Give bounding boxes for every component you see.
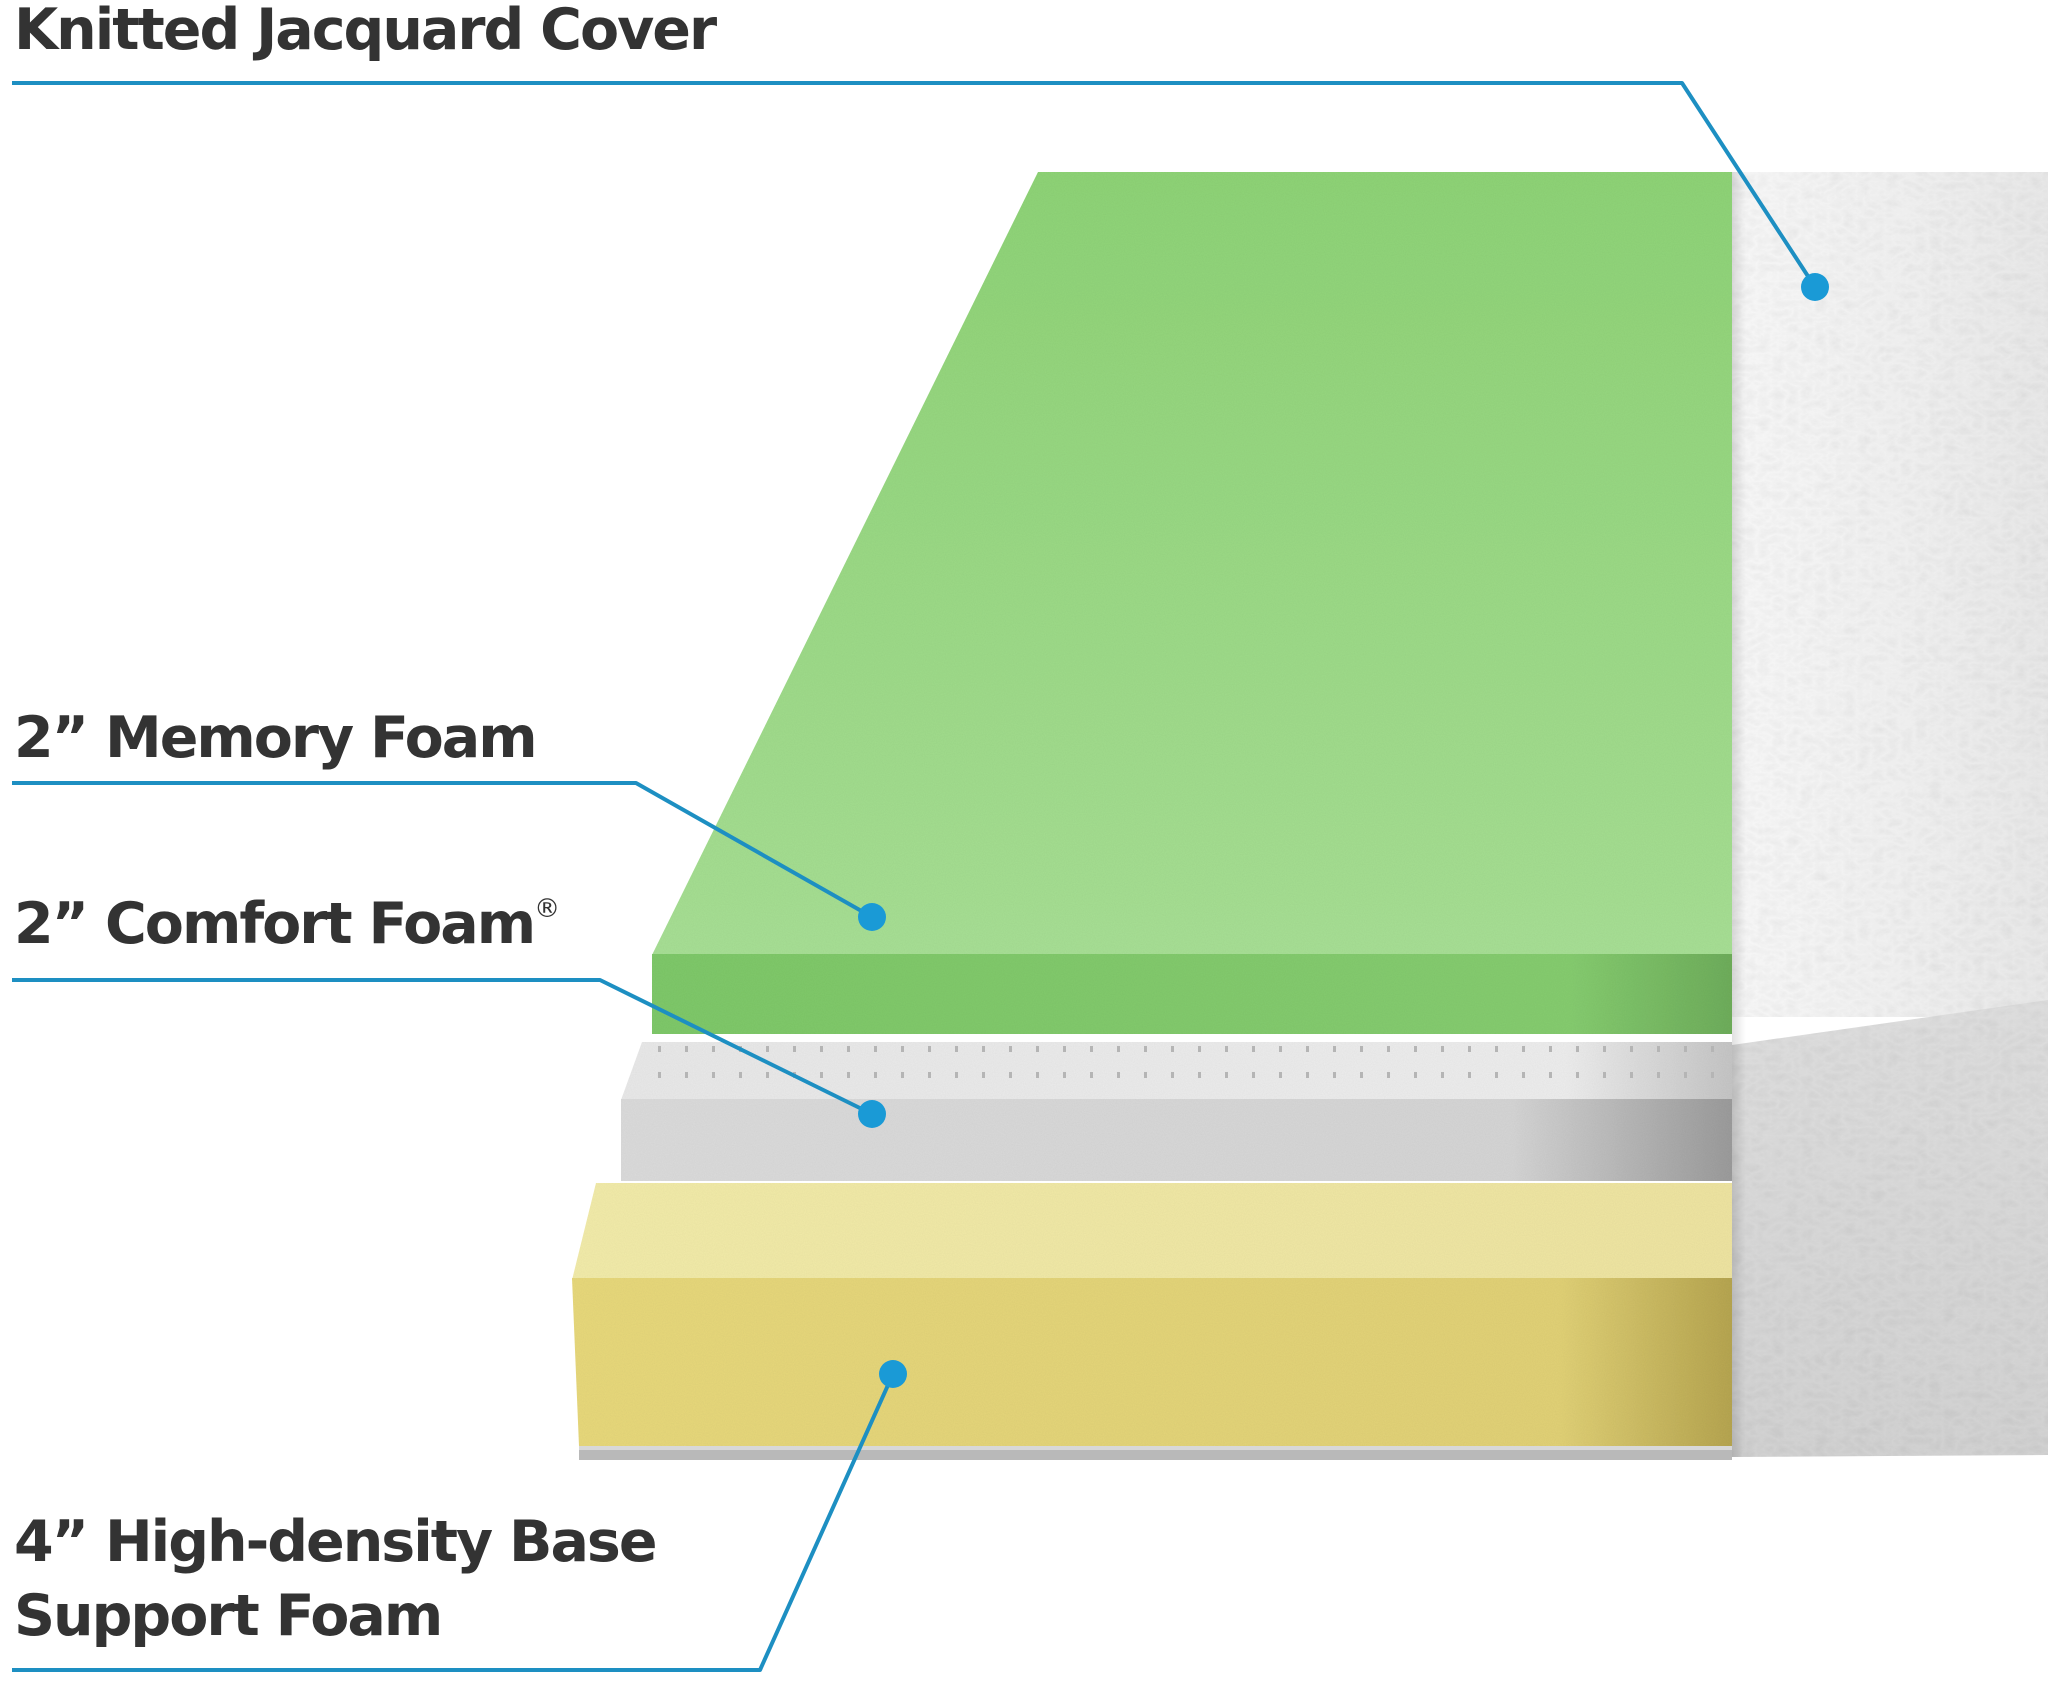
base-foam-label-line1: 4” High-density Base [14, 1509, 657, 1575]
cover-leader-line [12, 81, 1817, 289]
base-foam-leader-line [12, 1373, 895, 1672]
base-foam-callout-dot [879, 1360, 907, 1388]
comfort-foam-label: 2” Comfort Foam® [14, 888, 560, 971]
cover-top-surface [1732, 172, 2048, 1017]
memory-foam-top [652, 172, 1732, 955]
base-foam-top [572, 1183, 1732, 1280]
comfort-foam-edge [621, 1099, 1732, 1181]
registered-trademark-mark: ® [534, 894, 561, 924]
base-foam-label-line2: Support Foam [14, 1583, 443, 1649]
comfort-foam-label-text: 2” Comfort Foam [14, 891, 536, 957]
cover-callout-dot [1801, 273, 1829, 301]
memory-foam-leader-line [12, 781, 873, 919]
memory-foam-edge [652, 954, 1732, 1034]
cover-side-surface [1732, 1000, 2048, 1457]
base-support-foam [572, 1183, 1732, 1446]
knitted-cover [1732, 172, 2048, 1457]
memory-foam-callout-dot [858, 903, 886, 931]
memory-foam-layer [652, 172, 1732, 1034]
comfort-foam-leader-line [12, 978, 873, 1116]
cover-inner-shadow [1732, 172, 1746, 1457]
comfort-foam-layer [621, 1042, 1732, 1181]
memory-foam-label: 2” Memory Foam [14, 705, 538, 771]
cover-label: Knitted Jacquard Cover [14, 0, 717, 63]
base-foam-edge [572, 1278, 1732, 1446]
comfort-foam-perforations [648, 1046, 1718, 1098]
comfort-foam-callout-dot [858, 1100, 886, 1128]
base-floor-highlight [579, 1446, 1732, 1450]
